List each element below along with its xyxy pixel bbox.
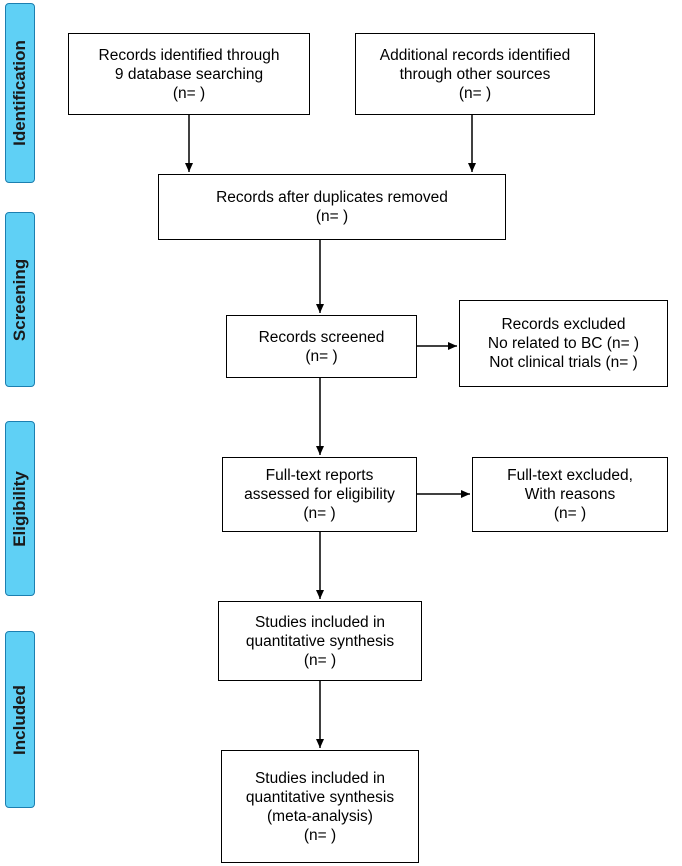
box-studies-meta-analysis: Studies included in quantitative synthes… bbox=[221, 750, 419, 863]
box-line: With reasons bbox=[524, 486, 616, 503]
box-line: (n= ) bbox=[303, 505, 336, 522]
box-studies-quantitative: Studies included in quantitative synthes… bbox=[218, 601, 422, 681]
box-line: Full-text reports bbox=[265, 467, 374, 484]
box-line: No related to BC (n= ) bbox=[487, 335, 640, 352]
box-line: Records identified through bbox=[98, 46, 280, 64]
box-line: Studies included in bbox=[254, 769, 386, 787]
box-line: Records after duplicates removed bbox=[216, 189, 448, 206]
box-line: Records excluded bbox=[501, 316, 626, 333]
box-line: Records screened bbox=[258, 328, 385, 346]
phase-identification: Identification bbox=[5, 3, 35, 183]
box-after-duplicates: Records after duplicates removed (n= ) bbox=[158, 174, 506, 240]
box-fulltext-assessed: Full-text reports assessed for eligibili… bbox=[222, 457, 417, 532]
box-line: Studies included in bbox=[254, 613, 386, 631]
box-records-excluded: Records excluded No related to BC (n= ) … bbox=[459, 300, 668, 387]
box-records-screened: Records screened (n= ) bbox=[226, 315, 417, 378]
box-line: (n= ) bbox=[172, 84, 206, 102]
box-line: quantitative synthesis bbox=[245, 632, 395, 650]
box-line: (n= ) bbox=[305, 347, 338, 365]
box-line: Full-text excluded, bbox=[507, 467, 633, 484]
box-line: Not clinical trials (n= ) bbox=[489, 354, 638, 371]
box-additional-records: Additional records identified through ot… bbox=[355, 33, 595, 115]
box-line: assessed for eligibility bbox=[244, 486, 395, 503]
box-line: (n= ) bbox=[303, 826, 337, 844]
phase-screening: Screening bbox=[5, 212, 35, 387]
box-line: quantitative synthesis bbox=[245, 788, 395, 806]
box-line: Additional records identified bbox=[379, 46, 571, 64]
box-line: (n= ) bbox=[303, 651, 337, 669]
phase-eligibility: Eligibility bbox=[5, 421, 35, 596]
box-fulltext-excluded: Full-text excluded, With reasons (n= ) bbox=[472, 457, 668, 532]
box-line: 9 database searching bbox=[114, 65, 264, 83]
box-line: (n= ) bbox=[553, 505, 587, 522]
phase-included: Included bbox=[5, 631, 35, 808]
box-line: (meta-analysis) bbox=[267, 807, 373, 825]
box-line: (n= ) bbox=[458, 84, 492, 102]
box-records-identified-database: Records identified through 9 database se… bbox=[68, 33, 310, 115]
box-line: through other sources bbox=[399, 65, 551, 83]
box-line: (n= ) bbox=[315, 208, 349, 225]
